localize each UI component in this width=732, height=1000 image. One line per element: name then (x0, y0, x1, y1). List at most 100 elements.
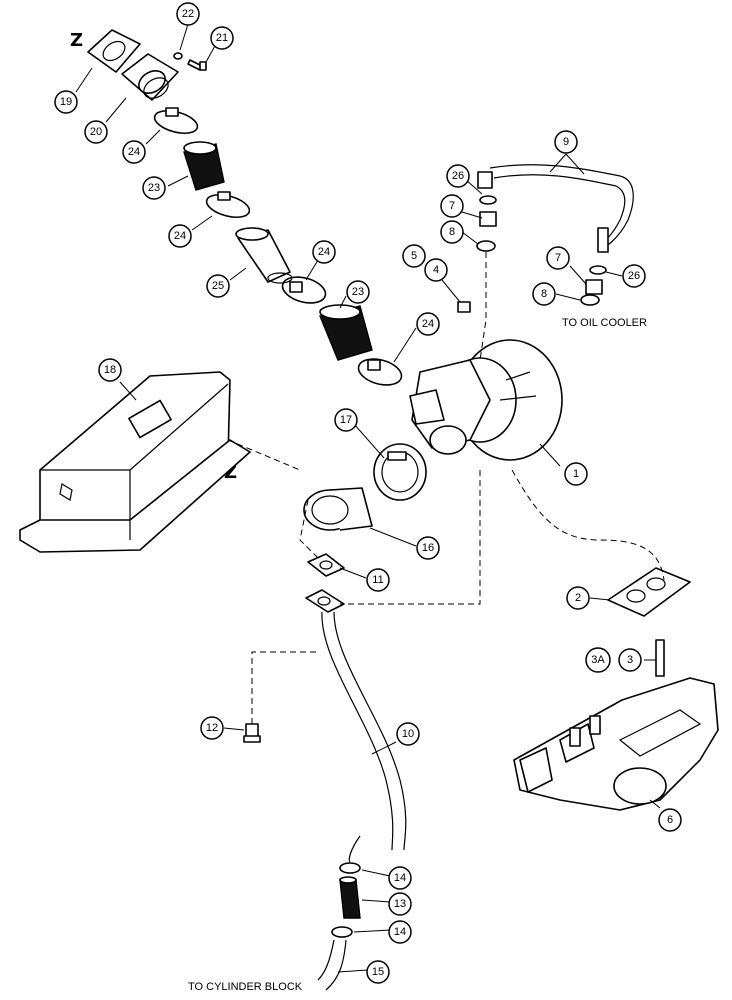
part-3-stud (655, 639, 665, 677)
part-13-hose (339, 876, 361, 919)
callout-26a: 26 (446, 164, 470, 188)
svg-text:24: 24 (422, 318, 434, 330)
callout-17: 17 (334, 408, 358, 432)
svg-text:8: 8 (541, 288, 547, 300)
svg-text:18: 18 (104, 364, 116, 376)
part-14-clamp-lower (331, 926, 353, 938)
part-23-hose-lower (319, 304, 373, 361)
part-7-fitting-right (585, 279, 603, 295)
svg-text:17: 17 (340, 414, 352, 426)
assembly-line-bolt (251, 651, 316, 724)
svg-text:7: 7 (449, 200, 455, 212)
svg-text:7: 7 (555, 252, 561, 264)
callout-18: 18 (98, 358, 122, 382)
callout-7a: 7 (440, 194, 464, 218)
svg-text:24: 24 (128, 146, 140, 158)
callout-22: 22 (176, 2, 200, 26)
callout-24c: 24 (312, 240, 336, 264)
callout-8b: 8 (532, 282, 556, 306)
svg-text:22: 22 (182, 8, 194, 20)
part-10-oil-return-tube (321, 611, 407, 863)
callout-14b: 14 (388, 920, 412, 944)
svg-text:3A: 3A (591, 654, 605, 666)
part-24-clamp-c (281, 276, 327, 304)
part-9-oil-feed-line (477, 164, 634, 253)
svg-text:14: 14 (394, 926, 406, 938)
note-to-oil-cooler: TO OIL COOLER (562, 317, 647, 329)
callout-5: 5 (402, 244, 426, 268)
part-15-tube (317, 939, 347, 991)
svg-text:16: 16 (422, 542, 434, 554)
svg-text:24: 24 (318, 246, 330, 258)
callout-1: 1 (564, 462, 588, 486)
svg-text:12: 12 (206, 722, 218, 734)
part-18-housing (19, 371, 251, 553)
svg-text:5: 5 (411, 250, 417, 262)
part-21-bolt (187, 59, 207, 71)
part-2-gasket (607, 567, 691, 617)
svg-text:23: 23 (352, 286, 364, 298)
part-12-bolt (243, 723, 261, 743)
part-14-clamp-upper (339, 862, 361, 874)
svg-text:19: 19 (60, 96, 72, 108)
callout-13: 13 (388, 892, 412, 916)
callout-23a: 23 (142, 176, 166, 200)
part-8-oring-right (580, 294, 600, 306)
note-to-cylinder-block: TO CYLINDER BLOCK (188, 981, 303, 993)
svg-text:20: 20 (90, 126, 102, 138)
callout-25: 25 (206, 274, 230, 298)
part-24-clamp-d (357, 358, 403, 386)
svg-text:2: 2 (575, 592, 581, 604)
callout-15: 15 (366, 960, 390, 984)
z-marker-top: Z (70, 30, 83, 51)
svg-text:8: 8 (449, 226, 455, 238)
callout-10: 10 (396, 722, 420, 746)
callout-26b: 26 (622, 264, 646, 288)
assembly-line-housing (227, 439, 301, 471)
callout-7b: 7 (546, 246, 570, 270)
callout-24b: 24 (168, 224, 192, 248)
part-6-exhaust-manifold (513, 677, 719, 811)
callout-8a: 8 (440, 220, 464, 244)
part-7-fitting-left (479, 211, 497, 227)
callout-21: 21 (210, 26, 234, 50)
svg-text:6: 6 (667, 814, 673, 826)
callout-11: 11 (366, 568, 390, 592)
svg-text:14: 14 (394, 872, 406, 884)
svg-text:25: 25 (212, 280, 224, 292)
svg-text:1: 1 (573, 468, 579, 480)
part-11-gasket (305, 553, 345, 613)
assembly-line-elbow (299, 499, 321, 561)
callout-24d: 24 (416, 312, 440, 336)
part-17-vband-clamp (373, 443, 427, 501)
part-4-fitting (457, 301, 471, 313)
callout-20: 20 (84, 120, 108, 144)
part-16-elbow (303, 487, 373, 531)
callout-19: 19 (54, 90, 78, 114)
callout-14a: 14 (388, 866, 412, 890)
part-26-washer-right (589, 265, 607, 275)
part-1-turbocharger (409, 339, 563, 461)
callout-6: 6 (658, 808, 682, 832)
svg-text:9: 9 (563, 136, 569, 148)
part-8-oring-left (476, 240, 496, 252)
part-23-hose-upper (183, 141, 225, 191)
part-26-washer-left (479, 195, 497, 205)
assembly-line-feed (479, 252, 487, 361)
leader-lines (75, 23, 661, 973)
svg-text:23: 23 (148, 182, 160, 194)
svg-text:3: 3 (627, 654, 633, 666)
svg-text:15: 15 (372, 966, 384, 978)
callout-23b: 23 (346, 280, 370, 304)
callout-2: 2 (566, 586, 590, 610)
svg-text:21: 21 (216, 32, 228, 44)
callout-4: 4 (424, 258, 448, 282)
svg-text:4: 4 (433, 264, 439, 276)
part-19-gasket (87, 29, 141, 73)
svg-text:11: 11 (372, 574, 383, 586)
svg-text:26: 26 (452, 170, 464, 182)
part-22-washer (173, 52, 183, 60)
svg-text:24: 24 (174, 230, 186, 242)
svg-text:26: 26 (628, 270, 640, 282)
